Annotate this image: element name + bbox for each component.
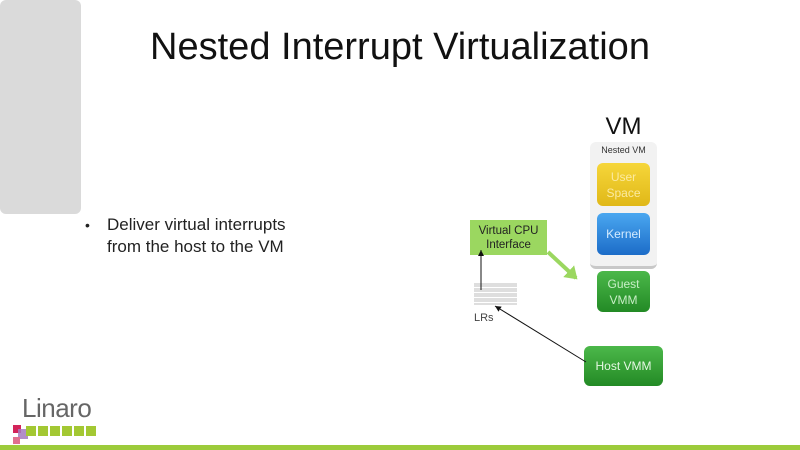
vcpu-line: Interface — [486, 238, 531, 251]
vm-box — [0, 0, 81, 214]
guest-vmm-line: VMM — [609, 292, 638, 307]
vm-label: VM — [605, 113, 642, 140]
user-space-line: User — [610, 169, 637, 184]
footer-rule — [0, 445, 800, 450]
vcpu-line: Virtual CPU — [478, 224, 539, 237]
logo-text: Linaro — [22, 393, 92, 423]
list-registers — [474, 283, 517, 305]
guest-vmm-line: Guest — [607, 276, 640, 291]
bullet-line: from the host to the VM — [107, 237, 284, 256]
kernel-box: Kernel — [597, 213, 650, 255]
nested-vm-label: Nested VM — [601, 145, 646, 155]
user-space-line: Space — [606, 185, 641, 200]
slide-title: Nested Interrupt Virtualization — [150, 26, 650, 68]
lrs-label: LRs — [474, 312, 494, 324]
bullet-marker: • — [85, 217, 90, 233]
bullet-item: • Deliver virtual interrupts from the ho… — [85, 214, 286, 258]
vcpu-to-guest-arrow — [546, 250, 578, 280]
bullet-line: Deliver virtual interrupts — [107, 215, 286, 234]
host-vmm-box: Host VMM — [584, 346, 663, 386]
host-to-lrs-arrow — [494, 305, 587, 363]
